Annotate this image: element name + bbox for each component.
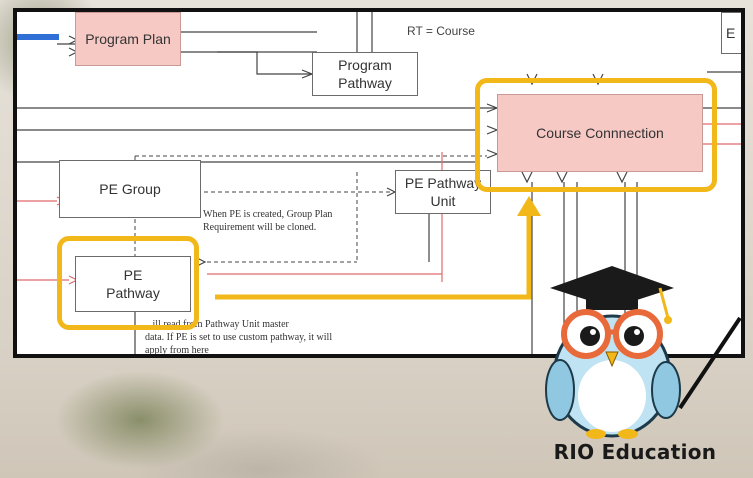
brand-name: RIO Education xyxy=(550,440,720,464)
box-top-right-partial: E xyxy=(721,12,745,54)
note-group-plan-line1: When PE is created, Group Plan xyxy=(203,208,332,221)
box-pe-group-label: PE Group xyxy=(99,180,160,198)
owl-graduate-icon xyxy=(540,258,750,443)
note-pathway-unit-line3: apply from here xyxy=(145,344,332,357)
highlight-course-connection xyxy=(475,78,717,192)
box-program-plan: Program Plan xyxy=(75,12,181,66)
note-pathway-unit-line2: data. If PE is set to use custom pathway… xyxy=(145,331,332,344)
box-pe-group: PE Group xyxy=(59,160,201,218)
box-program-plan-label: Program Plan xyxy=(85,30,171,48)
box-top-right-partial-label: E xyxy=(726,24,735,42)
blue-accent-bar xyxy=(17,34,59,40)
box-program-pathway: Program Pathway xyxy=(312,52,418,96)
note-group-plan-line2: Requirement will be cloned. xyxy=(203,221,332,234)
box-pe-pathway-unit-line1: PE Pathway xyxy=(405,174,481,192)
box-program-pathway-line2: Pathway xyxy=(338,74,392,92)
note-group-plan: When PE is created, Group Plan Requireme… xyxy=(203,208,332,234)
rt-label: RT = Course xyxy=(407,24,475,38)
box-pe-pathway-unit-line2: Unit xyxy=(431,192,456,210)
pointer-stick xyxy=(680,318,740,408)
highlight-pe-pathway xyxy=(57,236,199,330)
flow-arrow-head xyxy=(517,196,541,216)
box-program-pathway-line1: Program xyxy=(338,56,392,74)
